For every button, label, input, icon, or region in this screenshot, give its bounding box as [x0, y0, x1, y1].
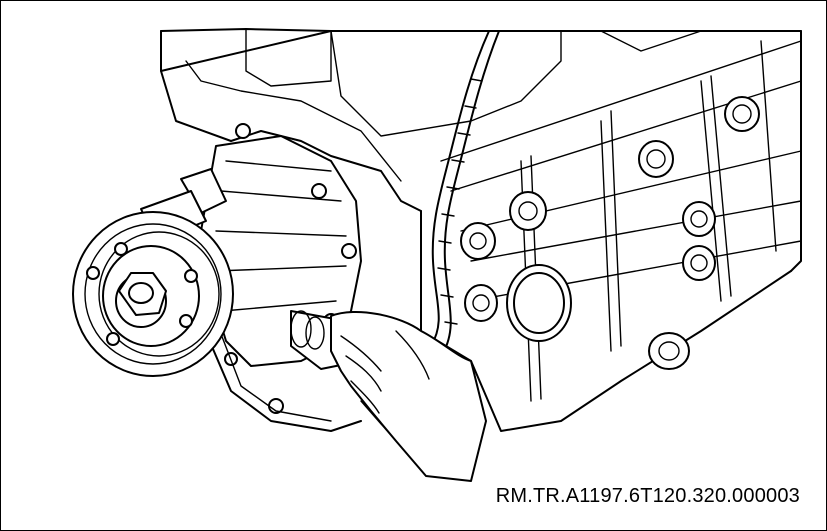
hand-icon	[330, 310, 487, 482]
figure-reference-code: RM.TR.A1197.6T120.320.000003	[495, 485, 800, 507]
output-pulley	[72, 211, 234, 377]
case-bolt-bosses	[460, 96, 760, 370]
